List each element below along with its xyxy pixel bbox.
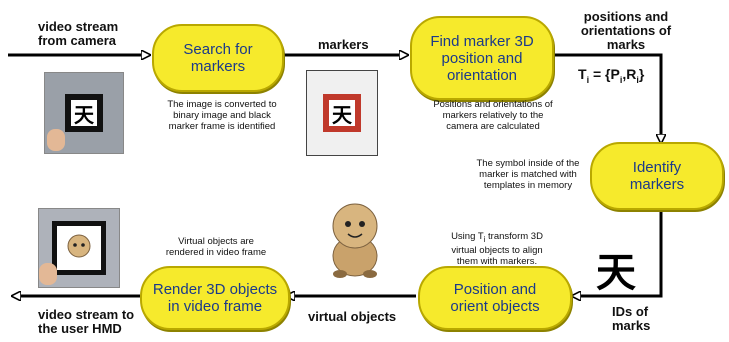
- label-virtual-objects: virtual objects: [308, 309, 397, 324]
- step-find-position: Find marker 3D position and orientation: [410, 16, 554, 100]
- marker-card: 天: [65, 94, 103, 132]
- arrow-ids: [572, 205, 663, 296]
- binary-marker-card: 天: [323, 94, 361, 132]
- output-marker-card: [52, 221, 106, 275]
- rendered-output-photo: [38, 208, 120, 288]
- label-ids-of-marks: IDs of marks: [612, 304, 651, 333]
- step-position-objects: Position and orient objects: [418, 266, 572, 330]
- hand-shape-output: [39, 263, 57, 285]
- label-markers: markers: [318, 37, 369, 52]
- step-search-label: Search for markers: [183, 41, 253, 75]
- note-search: The image is converted to binary image a…: [167, 99, 277, 132]
- step-find-label: Find marker 3D position and orientation: [430, 32, 534, 84]
- step-search-markers: Search for markers: [152, 24, 284, 92]
- transform-formula: Ti = {Pi,Ri}: [578, 66, 645, 85]
- arrow-positions: [548, 53, 661, 143]
- step-position-label: Position and orient objects: [450, 281, 540, 315]
- label-video-output: video stream to the user HMD: [38, 307, 135, 336]
- step-identify-label: Identify markers: [629, 159, 685, 193]
- note-identify: The symbol inside of the marker is match…: [476, 158, 580, 191]
- note-render: Virtual objects are rendered in video fr…: [165, 236, 267, 258]
- step-render-objects: Render 3D objects in video frame: [140, 266, 290, 330]
- label-positions-orientations: positions and orientations of marks: [580, 9, 672, 52]
- binary-marker-image: 天: [306, 70, 378, 156]
- note-position: Using Ti transform 3D virtual objects to…: [451, 231, 543, 267]
- note-find: Positions and orientations of markers re…: [433, 99, 553, 132]
- identified-symbol: 天: [596, 250, 636, 296]
- hand-shape: [47, 129, 65, 151]
- step-identify-markers: Identify markers: [590, 142, 724, 210]
- label-video-input: video stream from camera: [38, 19, 119, 48]
- camera-marker-photo: 天: [44, 72, 124, 154]
- virtual-object-figure: [332, 203, 378, 278]
- step-render-label: Render 3D objects in video frame: [152, 281, 278, 315]
- rendered-object-icon: [67, 234, 91, 258]
